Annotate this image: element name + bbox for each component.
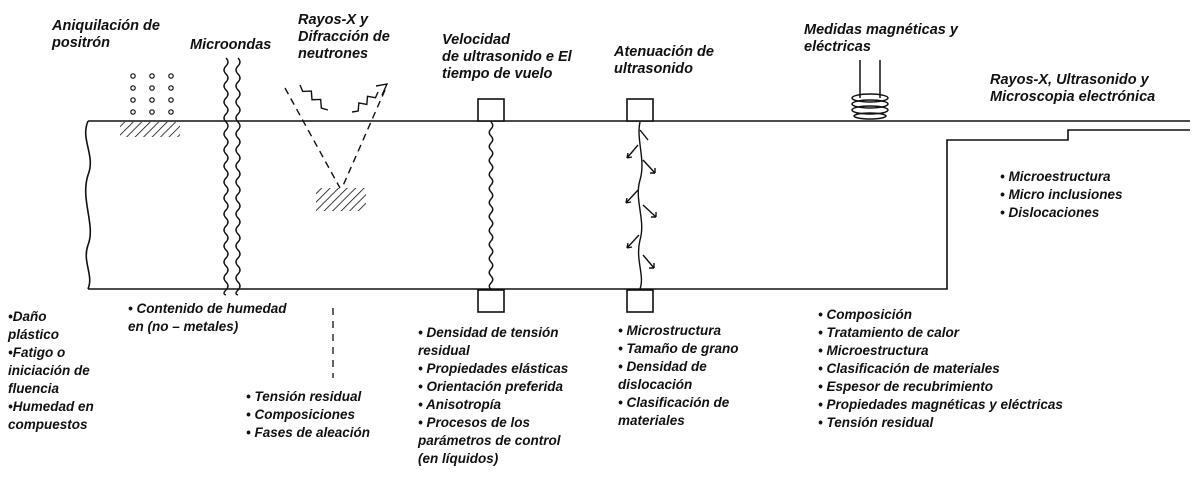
- positron-dots: [130, 73, 174, 115]
- velocity-transducer-top: [477, 98, 505, 122]
- properties-ultrasonic-attenuation: • Microstructura• Tamaño de grano • Dens…: [618, 323, 739, 428]
- attenuation-scatter-path: [625, 121, 657, 290]
- properties-xray-ultrasound-microscopy: • Microestructura• Micro inclusiones• Di…: [1000, 169, 1123, 220]
- velocity-transducer-bottom: [477, 289, 505, 313]
- properties-magnetic-electric: • Composición• Tratamiento de calor • Mi…: [818, 307, 1063, 430]
- magnetic-coil: [851, 60, 889, 120]
- properties-xray-neutron: • Tensión residual• Composiciones• Fases…: [246, 389, 371, 440]
- attenuation-transducer-top: [626, 98, 654, 122]
- microwave-waves: [223, 57, 241, 296]
- diffraction-beams: [284, 83, 389, 189]
- diffraction-hatched-zone: [316, 188, 366, 211]
- attenuation-transducer-bottom: [626, 289, 654, 313]
- velocity-wave: [488, 121, 494, 290]
- properties-ultrasonic-velocity: • Densidad de tensión residual • Propied…: [418, 325, 569, 466]
- technique-microwaves-label: Microondas: [190, 37, 272, 53]
- positron-hatched-zone: [120, 122, 180, 137]
